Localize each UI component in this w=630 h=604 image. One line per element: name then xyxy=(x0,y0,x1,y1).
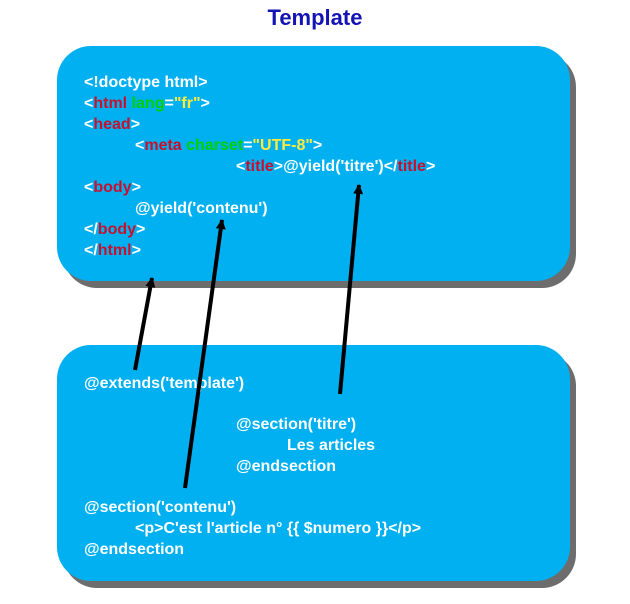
html-open-tag: html xyxy=(93,95,128,112)
html-lang-attr: lang xyxy=(131,95,165,112)
meta-lt: < xyxy=(135,137,145,154)
code-line-doctype: <!doctype html> xyxy=(84,72,208,93)
body-open-gt: > xyxy=(131,179,141,196)
template-layout-box xyxy=(57,46,570,281)
title-close-gt: > xyxy=(425,158,436,175)
meta-eq: = xyxy=(243,137,253,154)
extends-directive: @extends('template') xyxy=(84,375,245,392)
body-close-gt: > xyxy=(136,221,146,238)
endsection-titre-directive: @endsection xyxy=(236,458,337,475)
endsection-contenu-directive: @endsection xyxy=(84,541,185,558)
html-open-lt: < xyxy=(84,95,94,112)
html-open-gt: > xyxy=(200,95,210,112)
html-lang-value: "fr" xyxy=(173,95,201,112)
yield-titre: @yield('titre') xyxy=(283,158,384,175)
head-open-lt: < xyxy=(84,116,94,133)
child-view-box xyxy=(57,345,570,581)
code-line-body-open: <body> xyxy=(84,177,141,198)
html-lang-eq: = xyxy=(164,95,174,112)
section-contenu-content: <p>C'est l'article n° {{ $numero }}</p> xyxy=(135,520,422,537)
section-contenu-directive: @section('contenu') xyxy=(84,499,237,516)
diagram-title: Template xyxy=(267,5,363,30)
code-line-html-open: <html lang="fr"> xyxy=(84,93,210,114)
title-open-lt: < xyxy=(236,158,246,175)
title-open-gt: > xyxy=(273,158,284,175)
title-close-lt: </ xyxy=(383,158,398,175)
code-line-html-close: </html> xyxy=(84,240,141,261)
doctype-text: <!doctype html> xyxy=(84,74,208,91)
body-open-tag: body xyxy=(93,179,132,196)
html-close-tag: html xyxy=(97,242,132,259)
arrow-extends-to-template xyxy=(133,277,156,371)
arrow-titre-to-yield xyxy=(338,184,364,395)
meta-gt: > xyxy=(312,137,323,154)
yield-contenu: @yield('contenu') xyxy=(135,200,268,217)
code-line-head-open: <head> xyxy=(84,114,140,135)
section-titre-content: Les articles xyxy=(287,437,376,454)
code-line-meta: <meta charset="UTF-8"> xyxy=(135,135,322,156)
body-close-lt: </ xyxy=(84,221,98,238)
title-open-tag: title xyxy=(245,158,274,175)
head-open-gt: > xyxy=(130,116,141,133)
section-titre-directive: @section('titre') xyxy=(236,416,357,433)
title-close-tag: title xyxy=(397,158,426,175)
body-close-tag: body xyxy=(97,221,137,238)
arrow-contenu-to-yield xyxy=(183,219,226,489)
code-line-title: <title>@yield('titre')</title> xyxy=(236,156,435,177)
meta-charset-value: "UTF-8" xyxy=(252,137,313,154)
code-line-yield-contenu: @yield('contenu') xyxy=(135,198,268,219)
html-close-gt: > xyxy=(131,242,141,259)
meta-tag: meta xyxy=(144,137,182,154)
meta-charset-attr: charset xyxy=(186,137,244,154)
body-open-lt: < xyxy=(84,179,94,196)
head-open-tag: head xyxy=(93,116,131,133)
code-line-body-close: </body> xyxy=(84,219,145,240)
html-close-lt: </ xyxy=(84,242,98,259)
